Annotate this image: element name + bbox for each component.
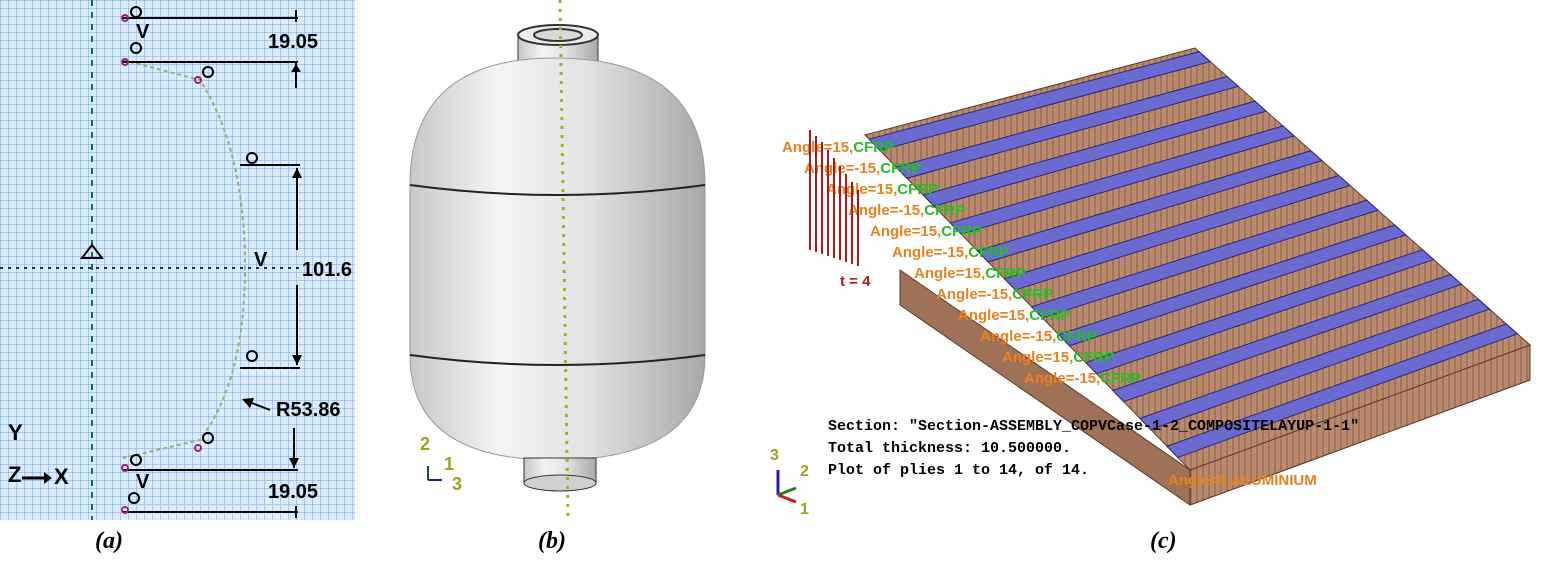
vertex-label: V <box>136 471 150 493</box>
ply-strip <box>1003 174 1351 291</box>
caption-a: (a) <box>95 528 123 554</box>
thickness-markers <box>809 130 859 266</box>
base-layer-label: Angle=0,ALUMINIUM <box>1168 472 1317 489</box>
triad-axis-1: 1 <box>444 454 454 474</box>
dome-radius-dimension: R53.86 <box>276 399 341 421</box>
ply-strip <box>1111 273 1463 403</box>
vessel-profile-curve <box>122 59 247 459</box>
thickness-label: t = 4 <box>840 273 871 290</box>
z-axis-label: Z <box>8 462 21 487</box>
sketch-canvas: 19.05 101.6 R53.86 19.05 V <box>0 0 355 520</box>
ply-strip <box>922 100 1268 207</box>
ply-strip <box>1138 298 1491 431</box>
vertex-label: V <box>136 21 150 43</box>
triad-axis-3: 3 <box>452 474 462 494</box>
top-length-dimension: 19.05 <box>268 31 318 53</box>
ply-strips <box>868 51 1519 459</box>
triad-axis-2: 2 <box>800 463 809 480</box>
revolution-axis <box>558 0 570 521</box>
lower-seam <box>409 354 706 366</box>
sketch-panel: 19.05 101.6 R53.86 19.05 V <box>0 0 355 520</box>
ply-label: Angle=15,CFRP <box>958 307 1070 324</box>
triad-axis-2: 2 <box>420 434 430 454</box>
x-axis-label: X <box>54 464 69 489</box>
ply-label: Angle=15,CFRP <box>914 265 1026 282</box>
ply-label: Angle=15,CFRP <box>870 223 982 240</box>
ply-strip <box>895 75 1240 179</box>
axis-triad: 2 1 3 <box>420 434 462 494</box>
layup-canvas: Angle=15,CFRP Angle=-15,CFRP Angle=15,CFRP… <box>770 47 1531 518</box>
caption-b: (b) <box>538 528 566 554</box>
total-thickness: Total thickness: 10.500000. <box>828 440 1071 457</box>
origin-symbol <box>79 243 105 259</box>
ply-label: Angle=15,CFRP <box>1002 349 1114 366</box>
vessel-body <box>409 57 706 461</box>
vessel-panel: 2 1 3 <box>400 0 730 521</box>
ply-label: Angle=-15,CFRP <box>848 202 965 219</box>
ply-strip <box>1166 323 1519 459</box>
ply-labels: Angle=15,CFRP Angle=-15,CFRP Angle=15,CFRP… <box>782 139 1141 387</box>
constraint-circles <box>128 6 258 504</box>
ply-strip <box>1084 249 1435 375</box>
ply-label: Angle=15,CFRP <box>826 181 938 198</box>
axis-triad: 3 2 1 <box>770 447 809 518</box>
ply-strip <box>1057 224 1407 347</box>
ply-label: Angle=15,CFRP <box>782 139 894 156</box>
vertex-label: V <box>254 249 268 271</box>
ply-label: Angle=-15,CFRP <box>892 244 1009 261</box>
y-axis-label: Y <box>8 420 23 445</box>
ply-label: Angle=-15,CFRP <box>980 328 1097 345</box>
ply-strip <box>868 51 1212 151</box>
ply-label: Angle=-15,CFRP <box>936 286 1053 303</box>
layup-panel: Angle=15,CFRP Angle=-15,CFRP Angle=15,CFRP… <box>770 0 1548 520</box>
triad-axis-1: 1 <box>800 501 809 518</box>
caption-c: (c) <box>1150 528 1177 554</box>
ply-label: Angle=-15,CFRP <box>1024 370 1141 387</box>
vertex-markers <box>121 14 202 514</box>
bottom-length-dimension: 19.05 <box>268 481 318 503</box>
vessel-canvas: 2 1 3 <box>409 0 706 521</box>
section-name: Section: "Section-ASSEMBLY_COPVCase-1-2_… <box>828 418 1359 435</box>
upper-seam <box>409 184 706 196</box>
plies-info: Plot of plies 1 to 14, of 14. <box>828 462 1089 479</box>
ply-label: Angle=-15,CFRP <box>804 160 921 177</box>
cylinder-length-dimension: 101.6 <box>302 259 352 281</box>
ply-strip <box>976 150 1324 263</box>
ply-strip <box>1030 199 1379 319</box>
ply-strip <box>949 125 1296 235</box>
triad-axis-3: 3 <box>770 447 779 464</box>
